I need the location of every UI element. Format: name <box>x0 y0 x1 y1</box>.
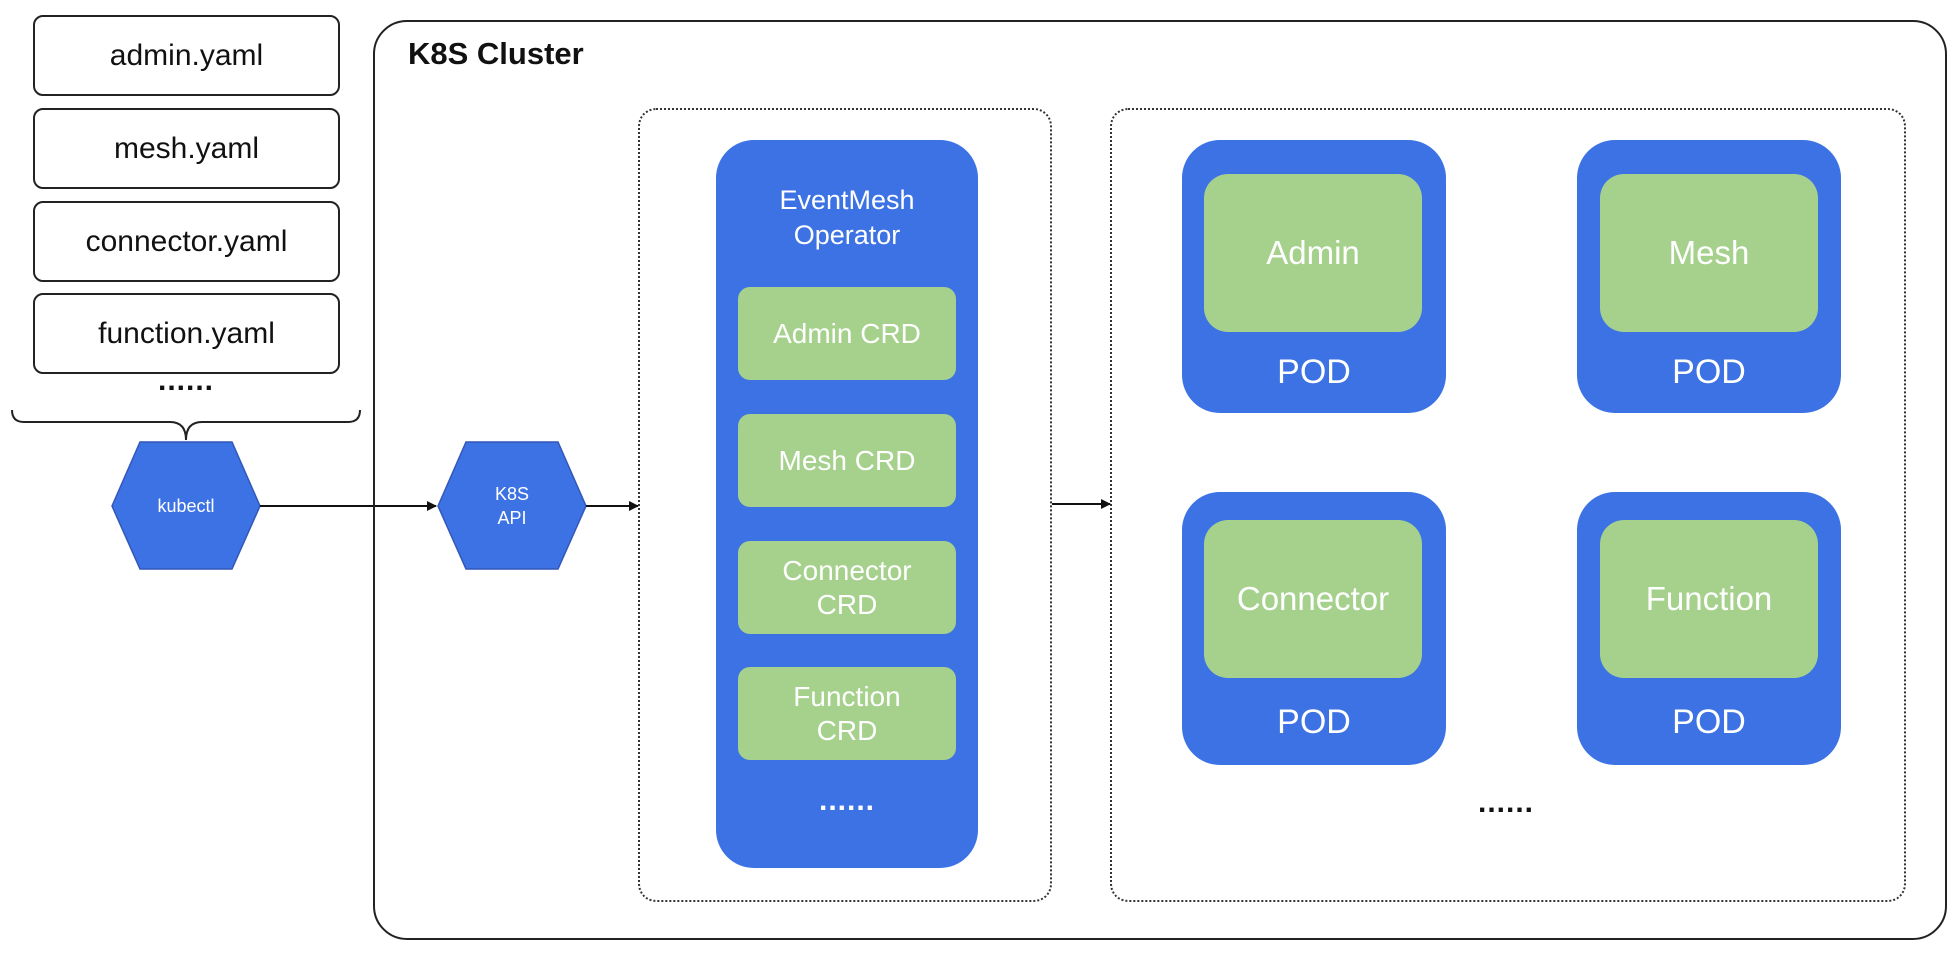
pod-admin-service: Admin <box>1204 174 1422 332</box>
yaml-more-ellipsis: ...... <box>157 364 214 397</box>
crd-more-ellipsis: ...... <box>818 784 875 817</box>
kubectl-label: kubectl <box>157 496 215 516</box>
crd-function: Function CRD <box>738 667 956 760</box>
yaml-file-connector: connector.yaml <box>33 201 340 282</box>
pod-connector-service: Connector <box>1204 520 1422 678</box>
pod-connector-label: POD <box>1277 703 1351 741</box>
pod-mesh-label: POD <box>1672 353 1746 391</box>
crd-mesh: Mesh CRD <box>738 414 956 507</box>
operator-title-line1: EventMesh <box>779 185 915 215</box>
yaml-file-admin: admin.yaml <box>33 15 340 96</box>
yaml-file-function: function.yaml <box>33 293 340 374</box>
pods-more-ellipsis: ...... <box>1477 786 1534 819</box>
yaml-file-mesh: mesh.yaml <box>33 108 340 189</box>
k8s-api-label-line1: K8S <box>494 484 530 504</box>
operator-title-line2: Operator <box>793 220 901 250</box>
operator-region <box>638 108 1052 902</box>
pod-function-label: POD <box>1672 703 1746 741</box>
operator-title: EventMesh Operator <box>716 183 978 253</box>
k8s-api-label-line2: API <box>497 508 527 528</box>
crd-connector: Connector CRD <box>738 541 956 634</box>
k8s-api-label: K8S API <box>466 482 558 530</box>
yaml-brace <box>11 409 361 441</box>
pod-mesh-service: Mesh <box>1600 174 1818 332</box>
pod-function-service: Function <box>1600 520 1818 678</box>
crd-admin: Admin CRD <box>738 287 956 380</box>
pods-region <box>1110 108 1906 902</box>
k8s-cluster-title: K8S Cluster <box>408 36 584 71</box>
pod-admin-label: POD <box>1277 353 1351 391</box>
k8s-cluster-box <box>373 20 1947 940</box>
